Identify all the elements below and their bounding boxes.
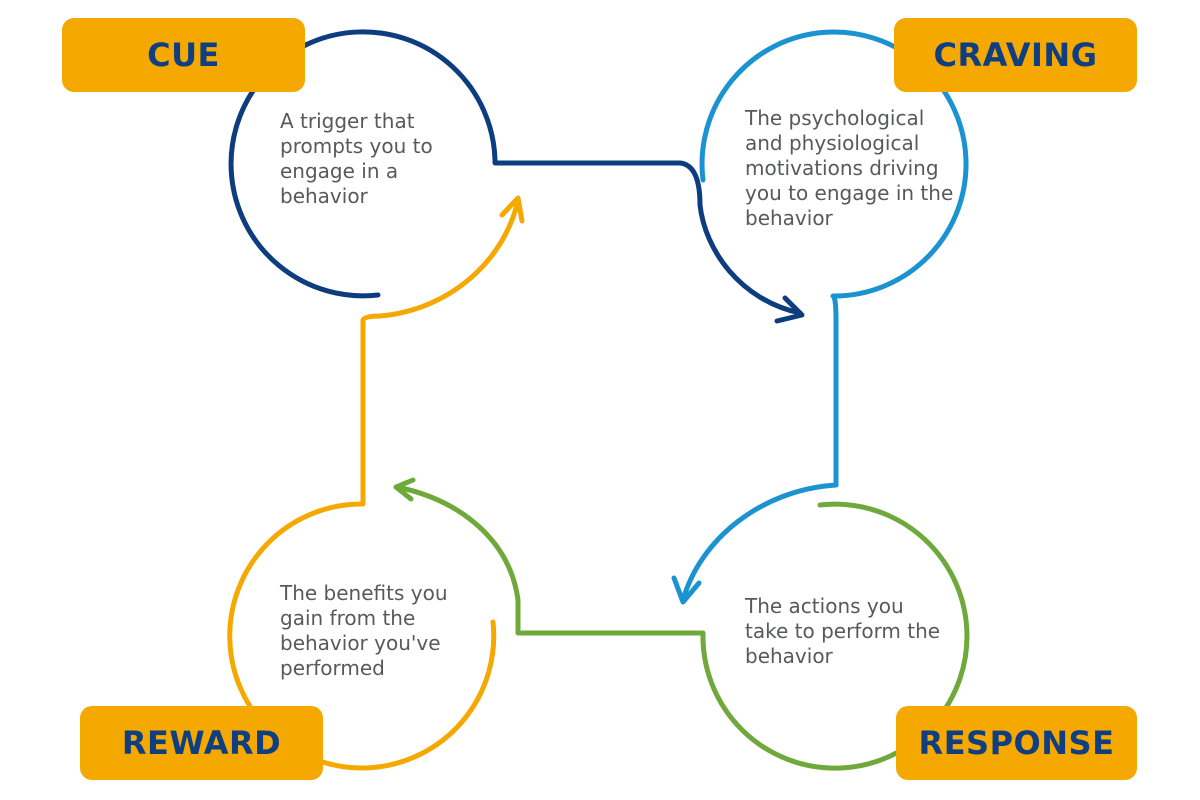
reward-label: REWARD [80, 706, 323, 780]
cue-label: CUE [62, 18, 305, 92]
craving-loop-path [680, 29, 969, 603]
craving-arrowhead [671, 575, 702, 605]
reward-description: The benefits you gain from the behavior … [280, 581, 448, 680]
craving-label: CRAVING [894, 18, 1137, 92]
reward-arrowhead [499, 195, 525, 224]
craving-description: The psychological and physiological moti… [745, 106, 954, 230]
cue-loop-path [228, 29, 803, 316]
response-description: The actions you take to perform the beha… [745, 594, 941, 668]
cue-description: A trigger that prompts you to engage in … [280, 109, 433, 208]
response-arrowhead [393, 477, 416, 502]
response-label: RESPONSE [896, 706, 1137, 780]
reward-loop-path [227, 197, 521, 771]
cue-arrowhead [774, 295, 805, 324]
response-loop-path [394, 484, 970, 771]
